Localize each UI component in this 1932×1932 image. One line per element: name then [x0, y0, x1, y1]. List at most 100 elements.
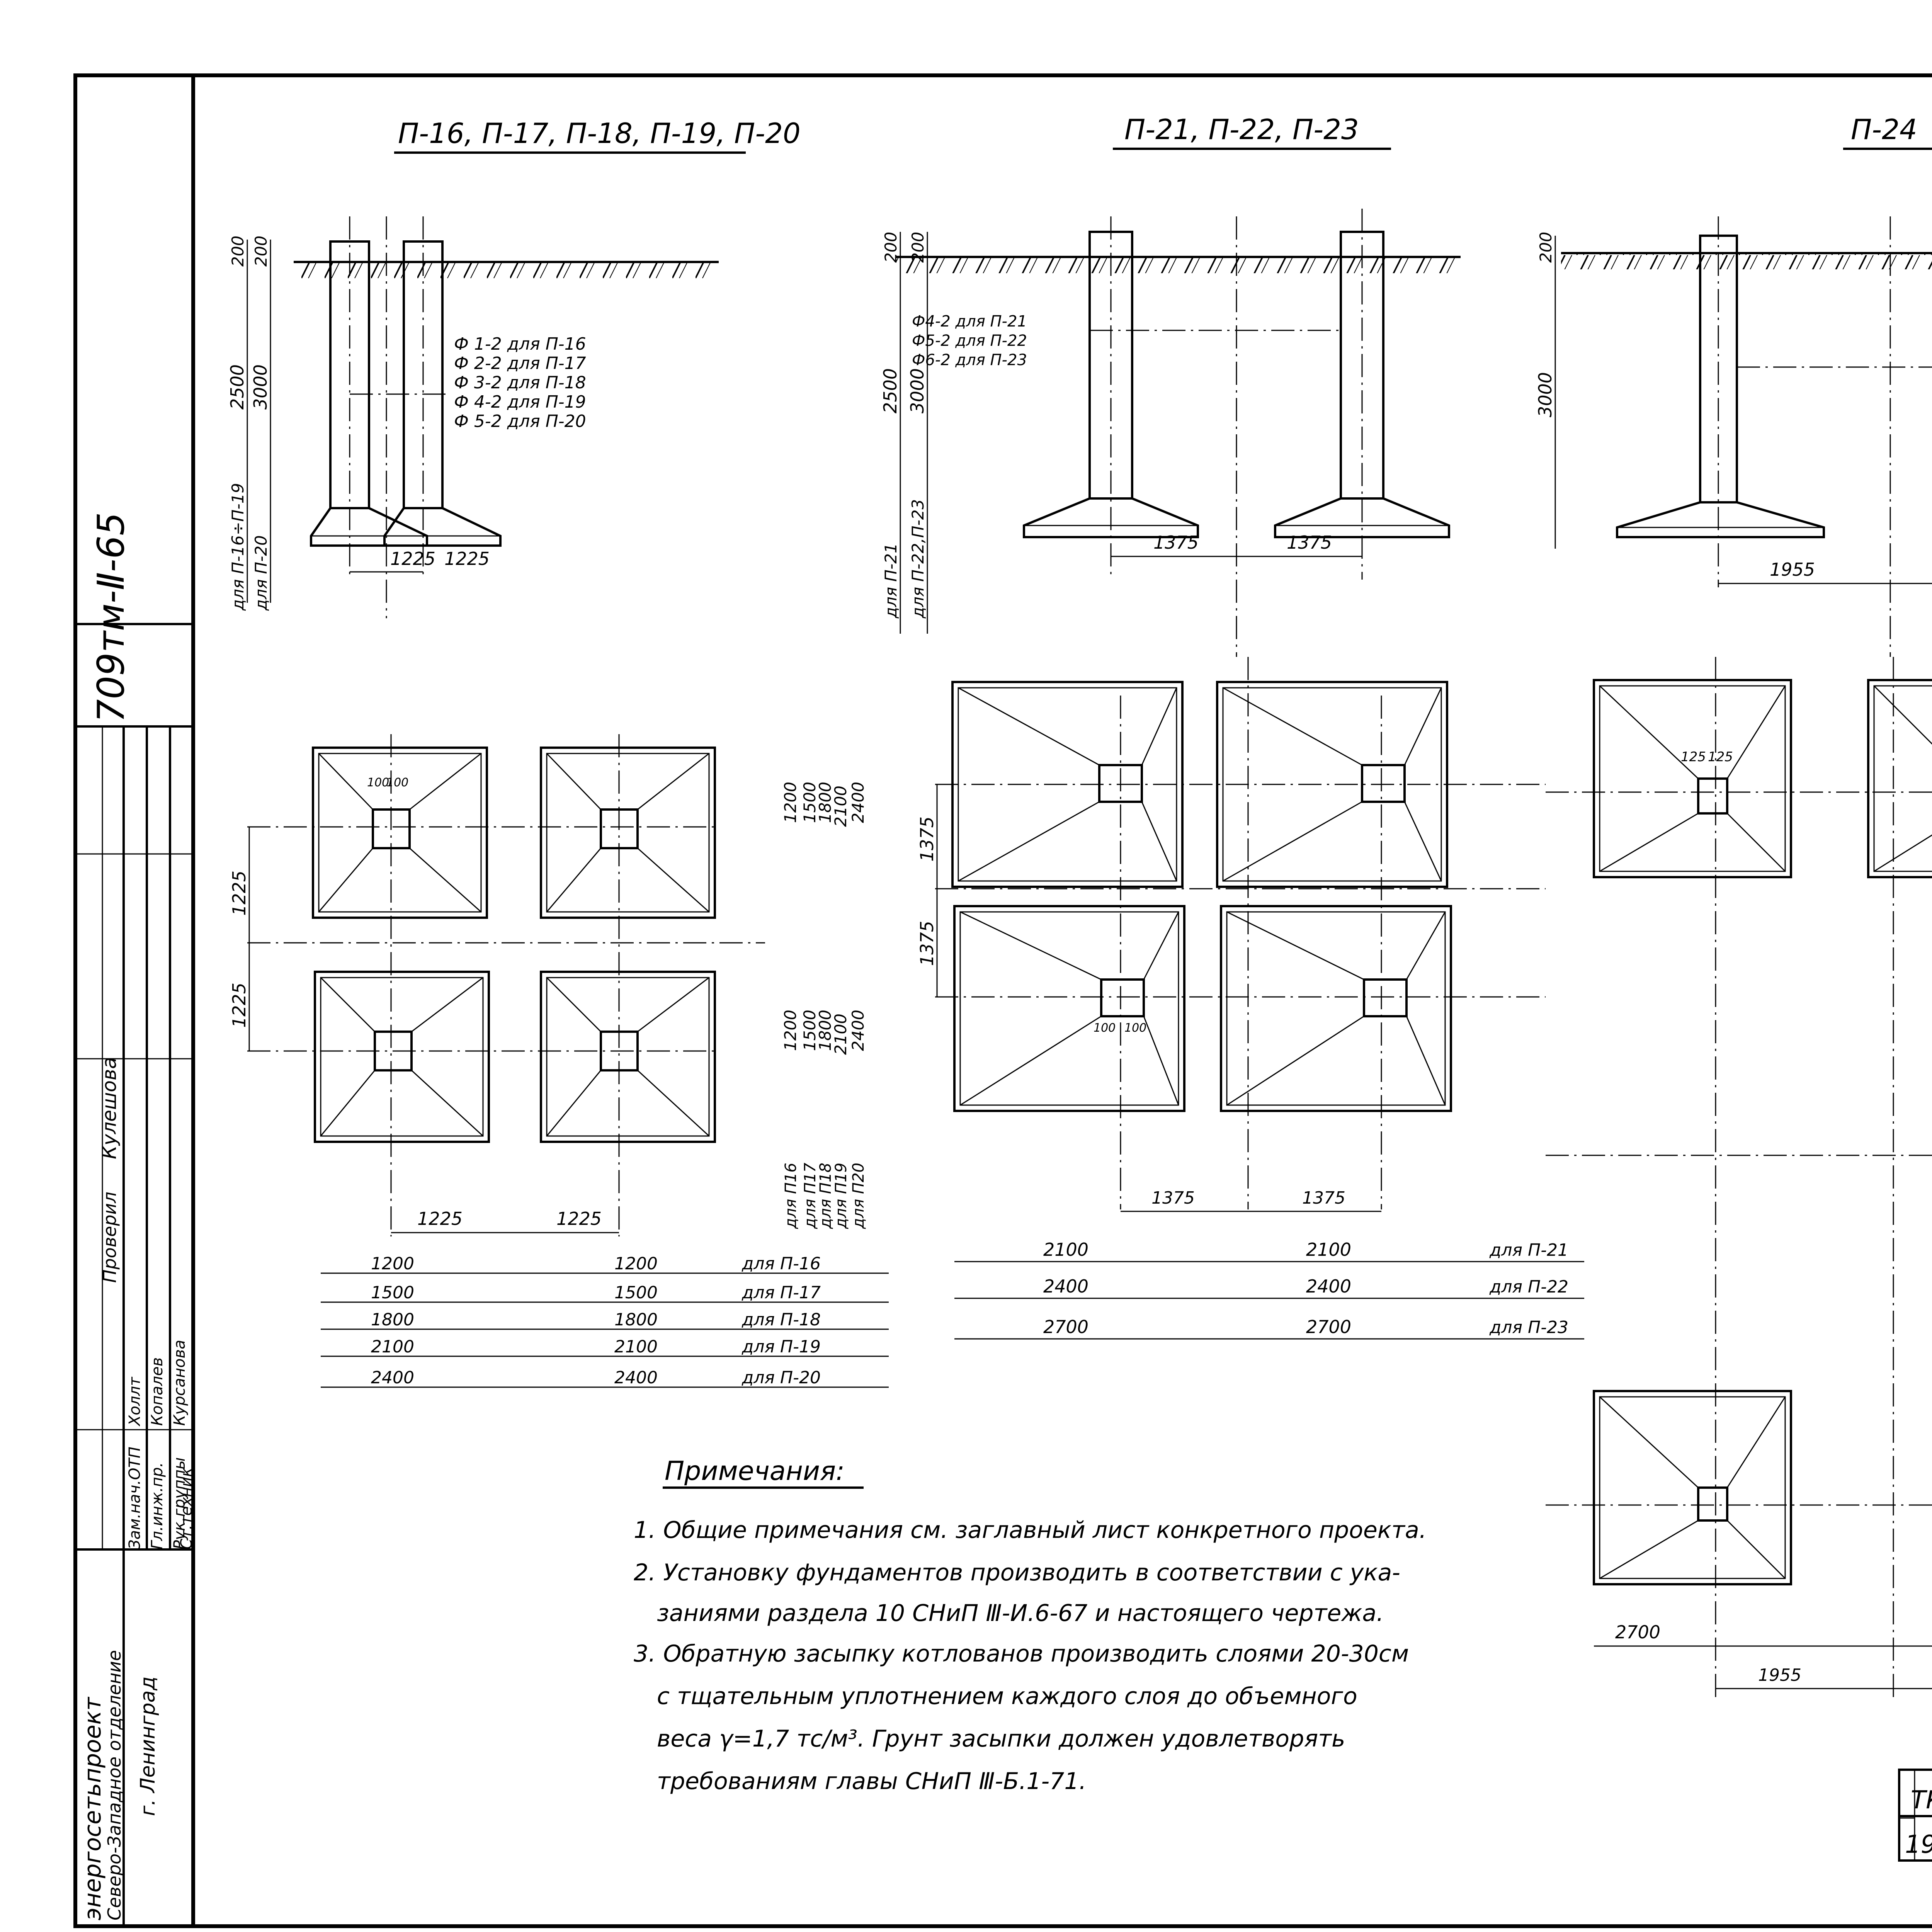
- svg-text:для П17: для П17: [801, 1162, 819, 1229]
- plan-size-column-upper: 1200 1500 1800 2100 2400: [781, 782, 867, 827]
- svg-text:1800: 1800: [614, 1310, 658, 1330]
- dim-spacing-g1-b: 1225: [444, 548, 490, 569]
- svg-text:2100: 2100: [371, 1337, 414, 1357]
- svg-text:1375: 1375: [1287, 532, 1332, 553]
- svg-text:3000: 3000: [1535, 372, 1556, 417]
- svg-text:2100: 2100: [1043, 1239, 1088, 1260]
- svg-text:для П20: для П20: [850, 1163, 867, 1229]
- svg-text:1375: 1375: [1302, 1188, 1345, 1208]
- svg-text:1500: 1500: [800, 782, 819, 823]
- signature-checked-role: Проверил: [99, 1192, 120, 1283]
- title-year: 1974: [1905, 1830, 1932, 1859]
- plans-p16-p20: 100 100 1225 1225 1200 1500 1800: [229, 734, 889, 1388]
- svg-text:2100: 2100: [831, 786, 850, 827]
- svg-text:3000: 3000: [907, 368, 928, 413]
- signature-name-3: Курсанова: [171, 1340, 189, 1426]
- svg-text:1500: 1500: [614, 1283, 658, 1303]
- svg-text:для П-20: для П-20: [742, 1368, 821, 1388]
- svg-text:1225: 1225: [417, 1208, 463, 1229]
- svg-text:2500: 2500: [227, 364, 248, 410]
- org-branch: Северо-Западное отделение: [104, 1650, 125, 1920]
- svg-text:100: 100: [1094, 1021, 1116, 1035]
- org-city: г. Ленинград: [136, 1677, 160, 1816]
- svg-text:1200: 1200: [781, 1010, 800, 1051]
- svg-text:100: 100: [1124, 1021, 1146, 1035]
- svg-text:1800: 1800: [816, 782, 835, 823]
- svg-text:2100: 2100: [1306, 1239, 1351, 1260]
- plans-p24: 125 125 125 125 2700 3705 3705: [1546, 657, 1932, 1700]
- svg-text:125: 125: [1681, 749, 1706, 765]
- main-title-block: ТК 1974 Фундаменты из подножников П-16 ÷…: [1898, 1769, 1932, 1862]
- svg-text:1500: 1500: [800, 1010, 819, 1051]
- signature-role-1: Зам.нач.ОТП: [126, 1447, 144, 1549]
- svg-text:1225: 1225: [229, 871, 250, 916]
- svg-text:для П16: для П16: [782, 1163, 800, 1229]
- svg-text:125: 125: [1708, 749, 1733, 765]
- svg-text:2400: 2400: [614, 1368, 658, 1388]
- org-name: энергосетьпроект: [79, 1696, 106, 1920]
- svg-text:2700: 2700: [1615, 1622, 1660, 1643]
- svg-text:2400: 2400: [1043, 1276, 1088, 1297]
- plans-p21-p23: 100 100 1375 1375 1375 1375 2100 2400 27…: [917, 657, 1584, 1340]
- svg-text:3000: 3000: [250, 364, 271, 410]
- svg-text:2400: 2400: [849, 1010, 867, 1051]
- svg-text:Ф 1-2 для П-16: Ф 1-2 для П-16: [454, 334, 586, 354]
- svg-text:для П-23: для П-23: [1489, 1318, 1568, 1337]
- svg-text:1375: 1375: [1151, 1188, 1195, 1208]
- svg-text:1200: 1200: [781, 782, 800, 823]
- svg-text:1225: 1225: [556, 1208, 602, 1229]
- svg-text:200: 200: [1536, 232, 1555, 263]
- signature-checked-name: Кулешова: [98, 1057, 121, 1159]
- svg-text:2100: 2100: [831, 1014, 850, 1055]
- svg-text:Ф4-2 для П-21: Ф4-2 для П-21: [912, 313, 1027, 330]
- note-line: с тщательным уплотнением каждого слоя до…: [657, 1683, 1357, 1710]
- view-title-group2: П-21, П-22, П-23: [1124, 113, 1359, 146]
- svg-text:Ф 5-2 для П-20: Ф 5-2 для П-20: [454, 412, 586, 431]
- svg-text:1500: 1500: [371, 1283, 414, 1303]
- dim-spacing-g1-a: 1225: [390, 548, 435, 569]
- elevation-p21-p23: П-21, П-22, П-23 1375 1375 Ф4-2 для П-21…: [880, 113, 1461, 657]
- svg-text:для П-21: для П-21: [881, 543, 900, 619]
- svg-text:1200: 1200: [371, 1254, 414, 1274]
- svg-text:200: 200: [908, 232, 927, 263]
- callouts-group2: Ф4-2 для П-21 Ф5-2 для П-22 Ф6-2 для П-2…: [912, 313, 1027, 369]
- note-line: 3. Обратную засыпку котлованов производи…: [634, 1640, 1409, 1667]
- signature-name-2: Копалев: [148, 1357, 166, 1426]
- svg-text:2500: 2500: [880, 368, 901, 413]
- svg-text:2100: 2100: [614, 1337, 658, 1357]
- plan-size-column-lower: 1200 1500 1800 2100 2400 для П16 для П17…: [781, 1010, 867, 1229]
- bottom-size-table-group1: 1200 1500 1800 2100 2400 1200 1500 1800 …: [321, 1254, 889, 1388]
- elevation-p16-p20: П-16, П-17, П-18, П-19, П-20 1225 1225 Ф…: [227, 117, 801, 618]
- svg-text:для П-22: для П-22: [1489, 1277, 1568, 1297]
- bottom-size-table-group2: 2100 2400 2700 2100 2400 2700 для П-21 д…: [954, 1239, 1584, 1340]
- svg-text:для П-16: для П-16: [742, 1254, 821, 1274]
- svg-text:для П-16÷П-19: для П-16÷П-19: [228, 483, 247, 611]
- view-title-group1: П-16, П-17, П-18, П-19, П-20: [398, 117, 801, 150]
- note-line: 2. Установку фундаментов производить в с…: [634, 1559, 1400, 1586]
- svg-text:2400: 2400: [371, 1368, 414, 1388]
- svg-text:1800: 1800: [816, 1010, 835, 1051]
- svg-text:1375: 1375: [917, 921, 937, 966]
- svg-text:200: 200: [252, 236, 270, 267]
- elevation-p24: П-24 1955 1955 Ф6-4 200 3000: [1535, 113, 1932, 657]
- note-line: 1. Общие примечания см. заглавный лист к…: [634, 1517, 1427, 1544]
- svg-text:для П-21: для П-21: [1489, 1240, 1568, 1260]
- svg-text:1955: 1955: [1758, 1665, 1801, 1685]
- callouts-group1: Ф 1-2 для П-16 Ф 2-2 для П-17 Ф 3-2 для …: [454, 334, 586, 431]
- signature-name-1: Холлт: [126, 1376, 144, 1427]
- svg-text:2400: 2400: [849, 782, 867, 823]
- signature-role-3: Рук.группы: [171, 1457, 189, 1549]
- svg-text:Ф 2-2 для П-17: Ф 2-2 для П-17: [454, 354, 586, 373]
- svg-text:200: 200: [881, 232, 900, 263]
- svg-text:1375: 1375: [1153, 532, 1199, 553]
- notes-block: Примечания: 1. Общие примечания см. загл…: [634, 1456, 1427, 1795]
- svg-text:1955: 1955: [1770, 559, 1815, 580]
- title-tk: ТК: [1911, 1786, 1932, 1815]
- svg-text:100: 100: [367, 776, 389, 789]
- svg-text:1225: 1225: [229, 983, 250, 1028]
- svg-text:2700: 2700: [1043, 1316, 1088, 1337]
- signature-role-4: Ст.техник: [178, 1468, 196, 1549]
- svg-text:для П-19: для П-19: [742, 1337, 821, 1357]
- svg-text:для П19: для П19: [832, 1163, 850, 1229]
